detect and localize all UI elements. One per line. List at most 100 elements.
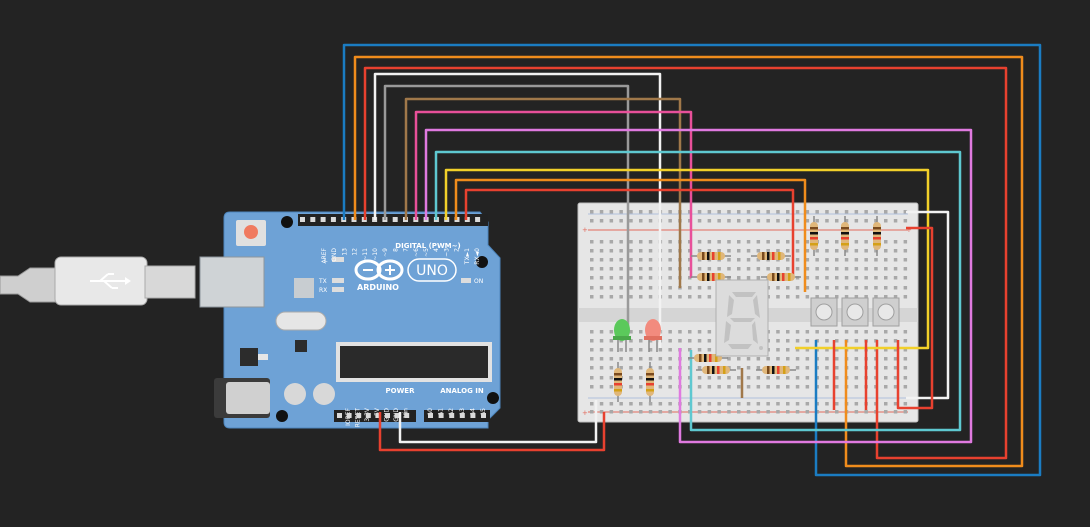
breadboard-hole[interactable] (805, 249, 810, 253)
breadboard-hole[interactable] (599, 348, 604, 352)
breadboard-hole[interactable] (746, 258, 751, 262)
breadboard-hole[interactable] (786, 258, 790, 262)
breadboard-hole[interactable] (629, 348, 633, 352)
seven-segment-display[interactable] (715, 279, 769, 357)
breadboard-hole[interactable] (619, 249, 623, 253)
breadboard-hole[interactable] (648, 402, 653, 406)
breadboard-hole[interactable] (854, 219, 859, 223)
breadboard-hole[interactable] (903, 330, 908, 334)
breadboard-hole[interactable] (766, 385, 770, 389)
header-hole[interactable] (300, 217, 305, 222)
breadboard-hole[interactable] (903, 295, 908, 299)
usb-cable-icon[interactable] (0, 256, 196, 306)
breadboard-hole[interactable] (599, 240, 604, 244)
header-hole[interactable] (310, 217, 316, 222)
breadboard-hole[interactable] (835, 366, 839, 370)
breadboard-hole[interactable] (599, 249, 604, 253)
breadboard-hole[interactable] (629, 210, 633, 214)
breadboard-hole[interactable] (835, 286, 839, 290)
breadboard-hole[interactable] (678, 339, 682, 343)
breadboard-hole[interactable] (737, 366, 741, 370)
breadboard-hole[interactable] (688, 295, 692, 299)
breadboard-hole[interactable] (815, 295, 819, 299)
breadboard-hole[interactable] (776, 410, 780, 414)
breadboard-hole[interactable] (854, 240, 859, 244)
breadboard-hole[interactable] (903, 286, 908, 290)
breadboard-hole[interactable] (658, 402, 663, 406)
breadboard-hole[interactable] (599, 286, 604, 290)
breadboard-hole[interactable] (835, 330, 839, 334)
breadboard-hole[interactable] (776, 376, 780, 380)
breadboard-hole[interactable] (835, 267, 839, 271)
breadboard-hole[interactable] (727, 267, 731, 271)
breadboard-hole[interactable] (599, 295, 604, 299)
wire-red-5v[interactable] (378, 412, 606, 452)
breadboard-hole[interactable] (864, 286, 868, 290)
header-hole[interactable] (392, 217, 398, 222)
breadboard-hole[interactable] (835, 295, 839, 299)
breadboard-hole[interactable] (668, 295, 672, 299)
breadboard-hole[interactable] (629, 249, 633, 253)
breadboard-hole[interactable] (746, 210, 751, 214)
breadboard-hole[interactable] (835, 385, 839, 389)
breadboard-hole[interactable] (727, 219, 731, 223)
breadboard-hole[interactable] (756, 402, 761, 406)
breadboard-hole[interactable] (874, 249, 878, 253)
breadboard-hole[interactable] (746, 240, 751, 244)
breadboard-hole[interactable] (648, 348, 653, 352)
breadboard-hole[interactable] (795, 240, 800, 244)
breadboard-hole[interactable] (599, 330, 604, 334)
breadboard-hole[interactable] (609, 357, 614, 361)
breadboard-hole[interactable] (864, 330, 868, 334)
breadboard-hole[interactable] (805, 286, 810, 290)
breadboard-hole[interactable] (835, 348, 839, 352)
breadboard-hole[interactable] (648, 339, 653, 343)
breadboard-hole[interactable] (609, 330, 614, 334)
breadboard-hole[interactable] (795, 295, 800, 299)
breadboard-hole[interactable] (786, 286, 790, 290)
breadboard-hole[interactable] (893, 286, 898, 290)
header-hole[interactable] (404, 413, 410, 418)
breadboard-hole[interactable] (746, 249, 751, 253)
breadboard-hole[interactable] (786, 219, 790, 223)
breadboard-hole[interactable] (707, 410, 712, 414)
breadboard-hole[interactable] (590, 240, 594, 244)
breadboard-hole[interactable] (707, 267, 712, 271)
breadboard-hole[interactable] (756, 410, 761, 414)
breadboard-hole[interactable] (648, 357, 653, 361)
wire-white-right[interactable] (906, 210, 950, 400)
breadboard-hole[interactable] (619, 267, 623, 271)
breadboard-hole[interactable] (629, 366, 633, 370)
breadboard-hole[interactable] (756, 249, 761, 253)
breadboard-hole[interactable] (795, 249, 800, 253)
breadboard-hole[interactable] (697, 330, 702, 334)
breadboard-hole[interactable] (756, 357, 761, 361)
breadboard-hole[interactable] (893, 339, 898, 343)
breadboard-hole[interactable] (619, 219, 623, 223)
breadboard-hole[interactable] (884, 276, 888, 280)
breadboard-hole[interactable] (590, 249, 594, 253)
breadboard-hole[interactable] (854, 276, 859, 280)
breadboard-hole[interactable] (874, 210, 878, 214)
breadboard-hole[interactable] (648, 258, 653, 262)
breadboard-hole[interactable] (648, 219, 653, 223)
breadboard-hole[interactable] (825, 219, 829, 223)
breadboard-hole[interactable] (903, 402, 908, 406)
breadboard-hole[interactable] (590, 366, 594, 370)
breadboard-hole[interactable] (599, 219, 604, 223)
breadboard-hole[interactable] (590, 410, 594, 414)
breadboard-hole[interactable] (707, 295, 712, 299)
breadboard-hole[interactable] (727, 385, 731, 389)
breadboard-hole[interactable] (639, 276, 643, 280)
breadboard-hole[interactable] (786, 376, 790, 380)
breadboard-hole[interactable] (776, 339, 780, 343)
header-hole[interactable] (449, 413, 455, 418)
breadboard-hole[interactable] (609, 276, 614, 280)
breadboard-hole[interactable] (825, 258, 829, 262)
header-hole[interactable] (481, 413, 486, 418)
breadboard-hole[interactable] (893, 330, 898, 334)
breadboard-hole[interactable] (795, 402, 800, 406)
breadboard-hole[interactable] (668, 357, 672, 361)
breadboard-hole[interactable] (766, 410, 770, 414)
breadboard-hole[interactable] (619, 348, 623, 352)
